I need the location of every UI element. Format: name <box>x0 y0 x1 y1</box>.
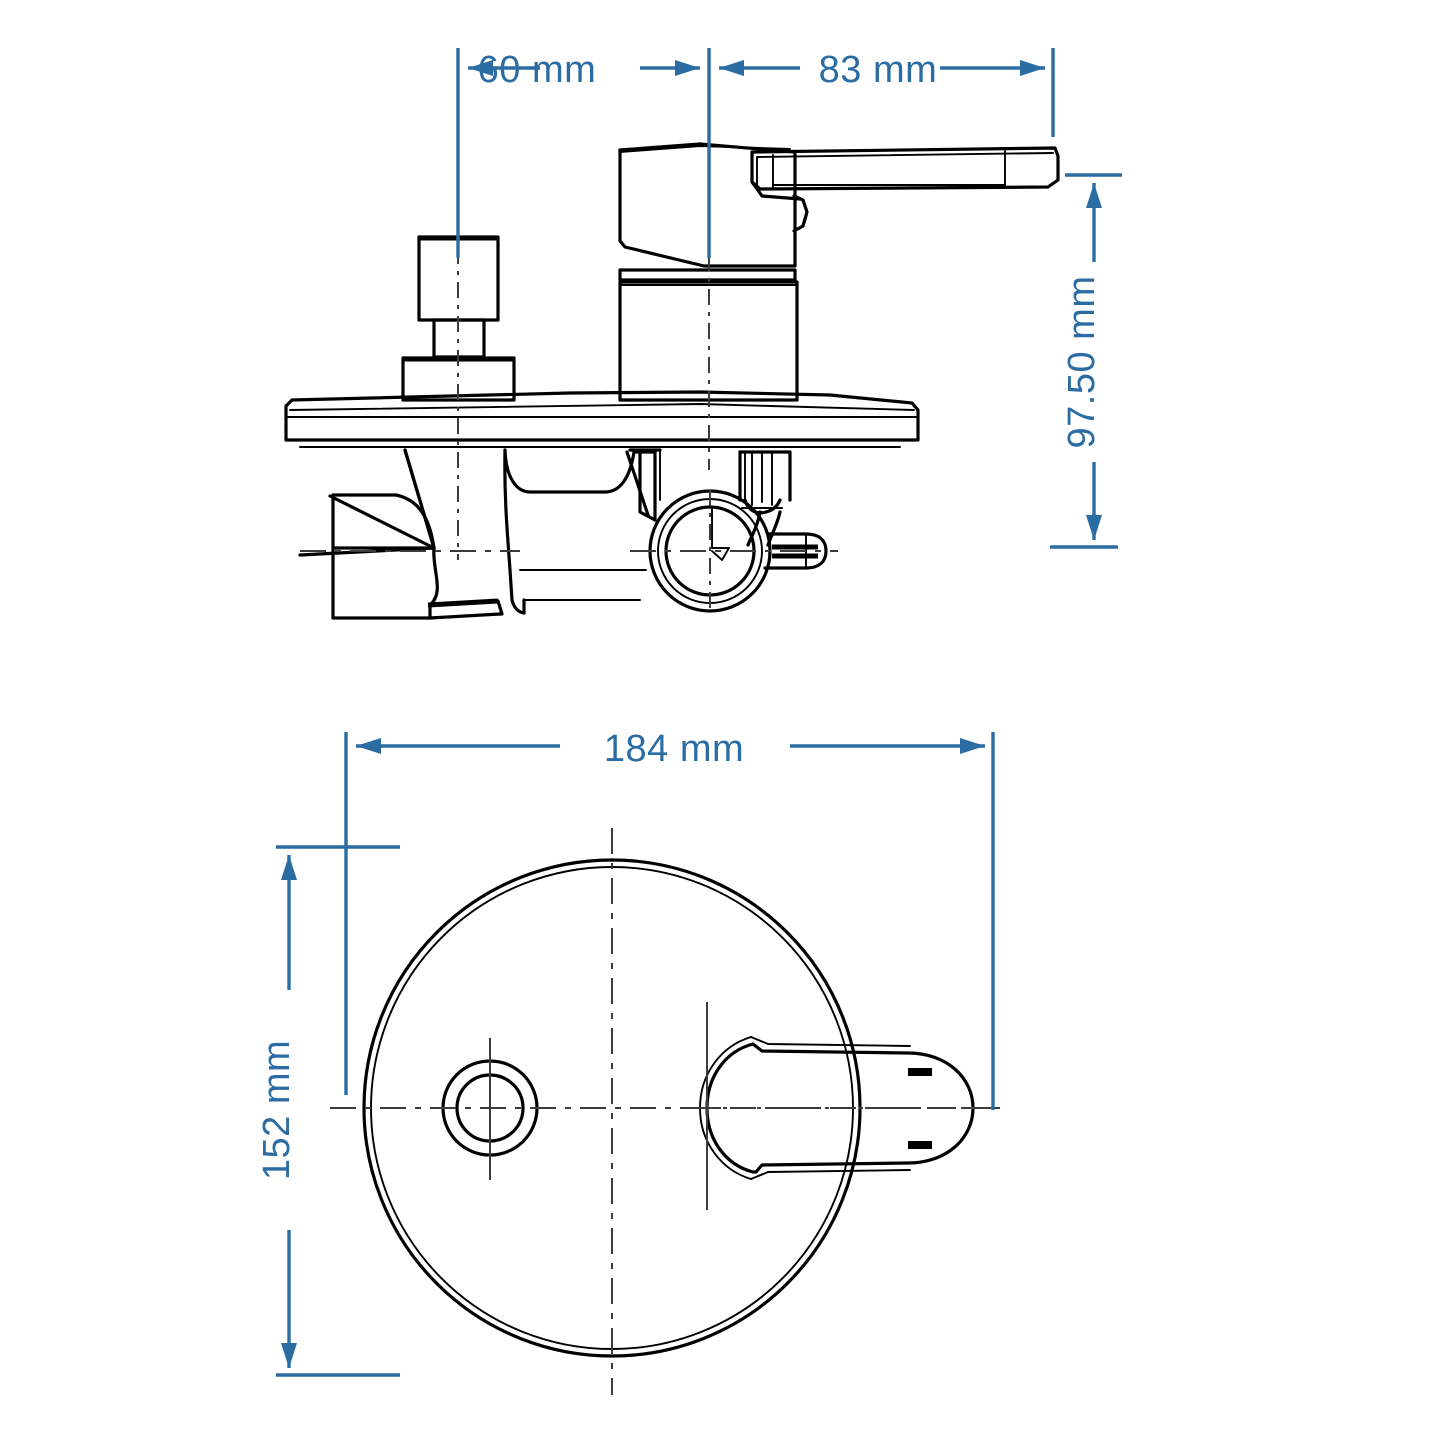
dimension-97-50mm: 97.50 mm <box>1050 173 1122 549</box>
valve-body-side <box>298 446 901 620</box>
dimension-152mm: 152 mm <box>256 845 400 1377</box>
dimension-label-97-50mm: 97.50 mm <box>1061 276 1103 449</box>
dimension-label-83mm: 83 mm <box>819 49 938 91</box>
dimension-label-184mm: 184 mm <box>604 728 744 770</box>
dimension-184mm: 184 mm <box>344 728 995 1110</box>
lever-handle-body-side[interactable] <box>618 142 809 402</box>
dimension-label-152mm: 152 mm <box>256 1040 298 1180</box>
lever-arm-side[interactable] <box>750 146 1060 201</box>
plan-view <box>330 828 1000 1395</box>
dimension-83mm: 83 mm <box>707 48 1055 258</box>
lever-index-mark-top <box>908 1068 932 1076</box>
lever-index-mark-bottom <box>908 1141 932 1149</box>
escutcheon-plate-side <box>284 390 920 442</box>
dimension-label-60mm: 60 mm <box>478 49 597 91</box>
side-elevation-view <box>284 142 1060 620</box>
dimension-60mm: 60 mm <box>456 48 700 258</box>
